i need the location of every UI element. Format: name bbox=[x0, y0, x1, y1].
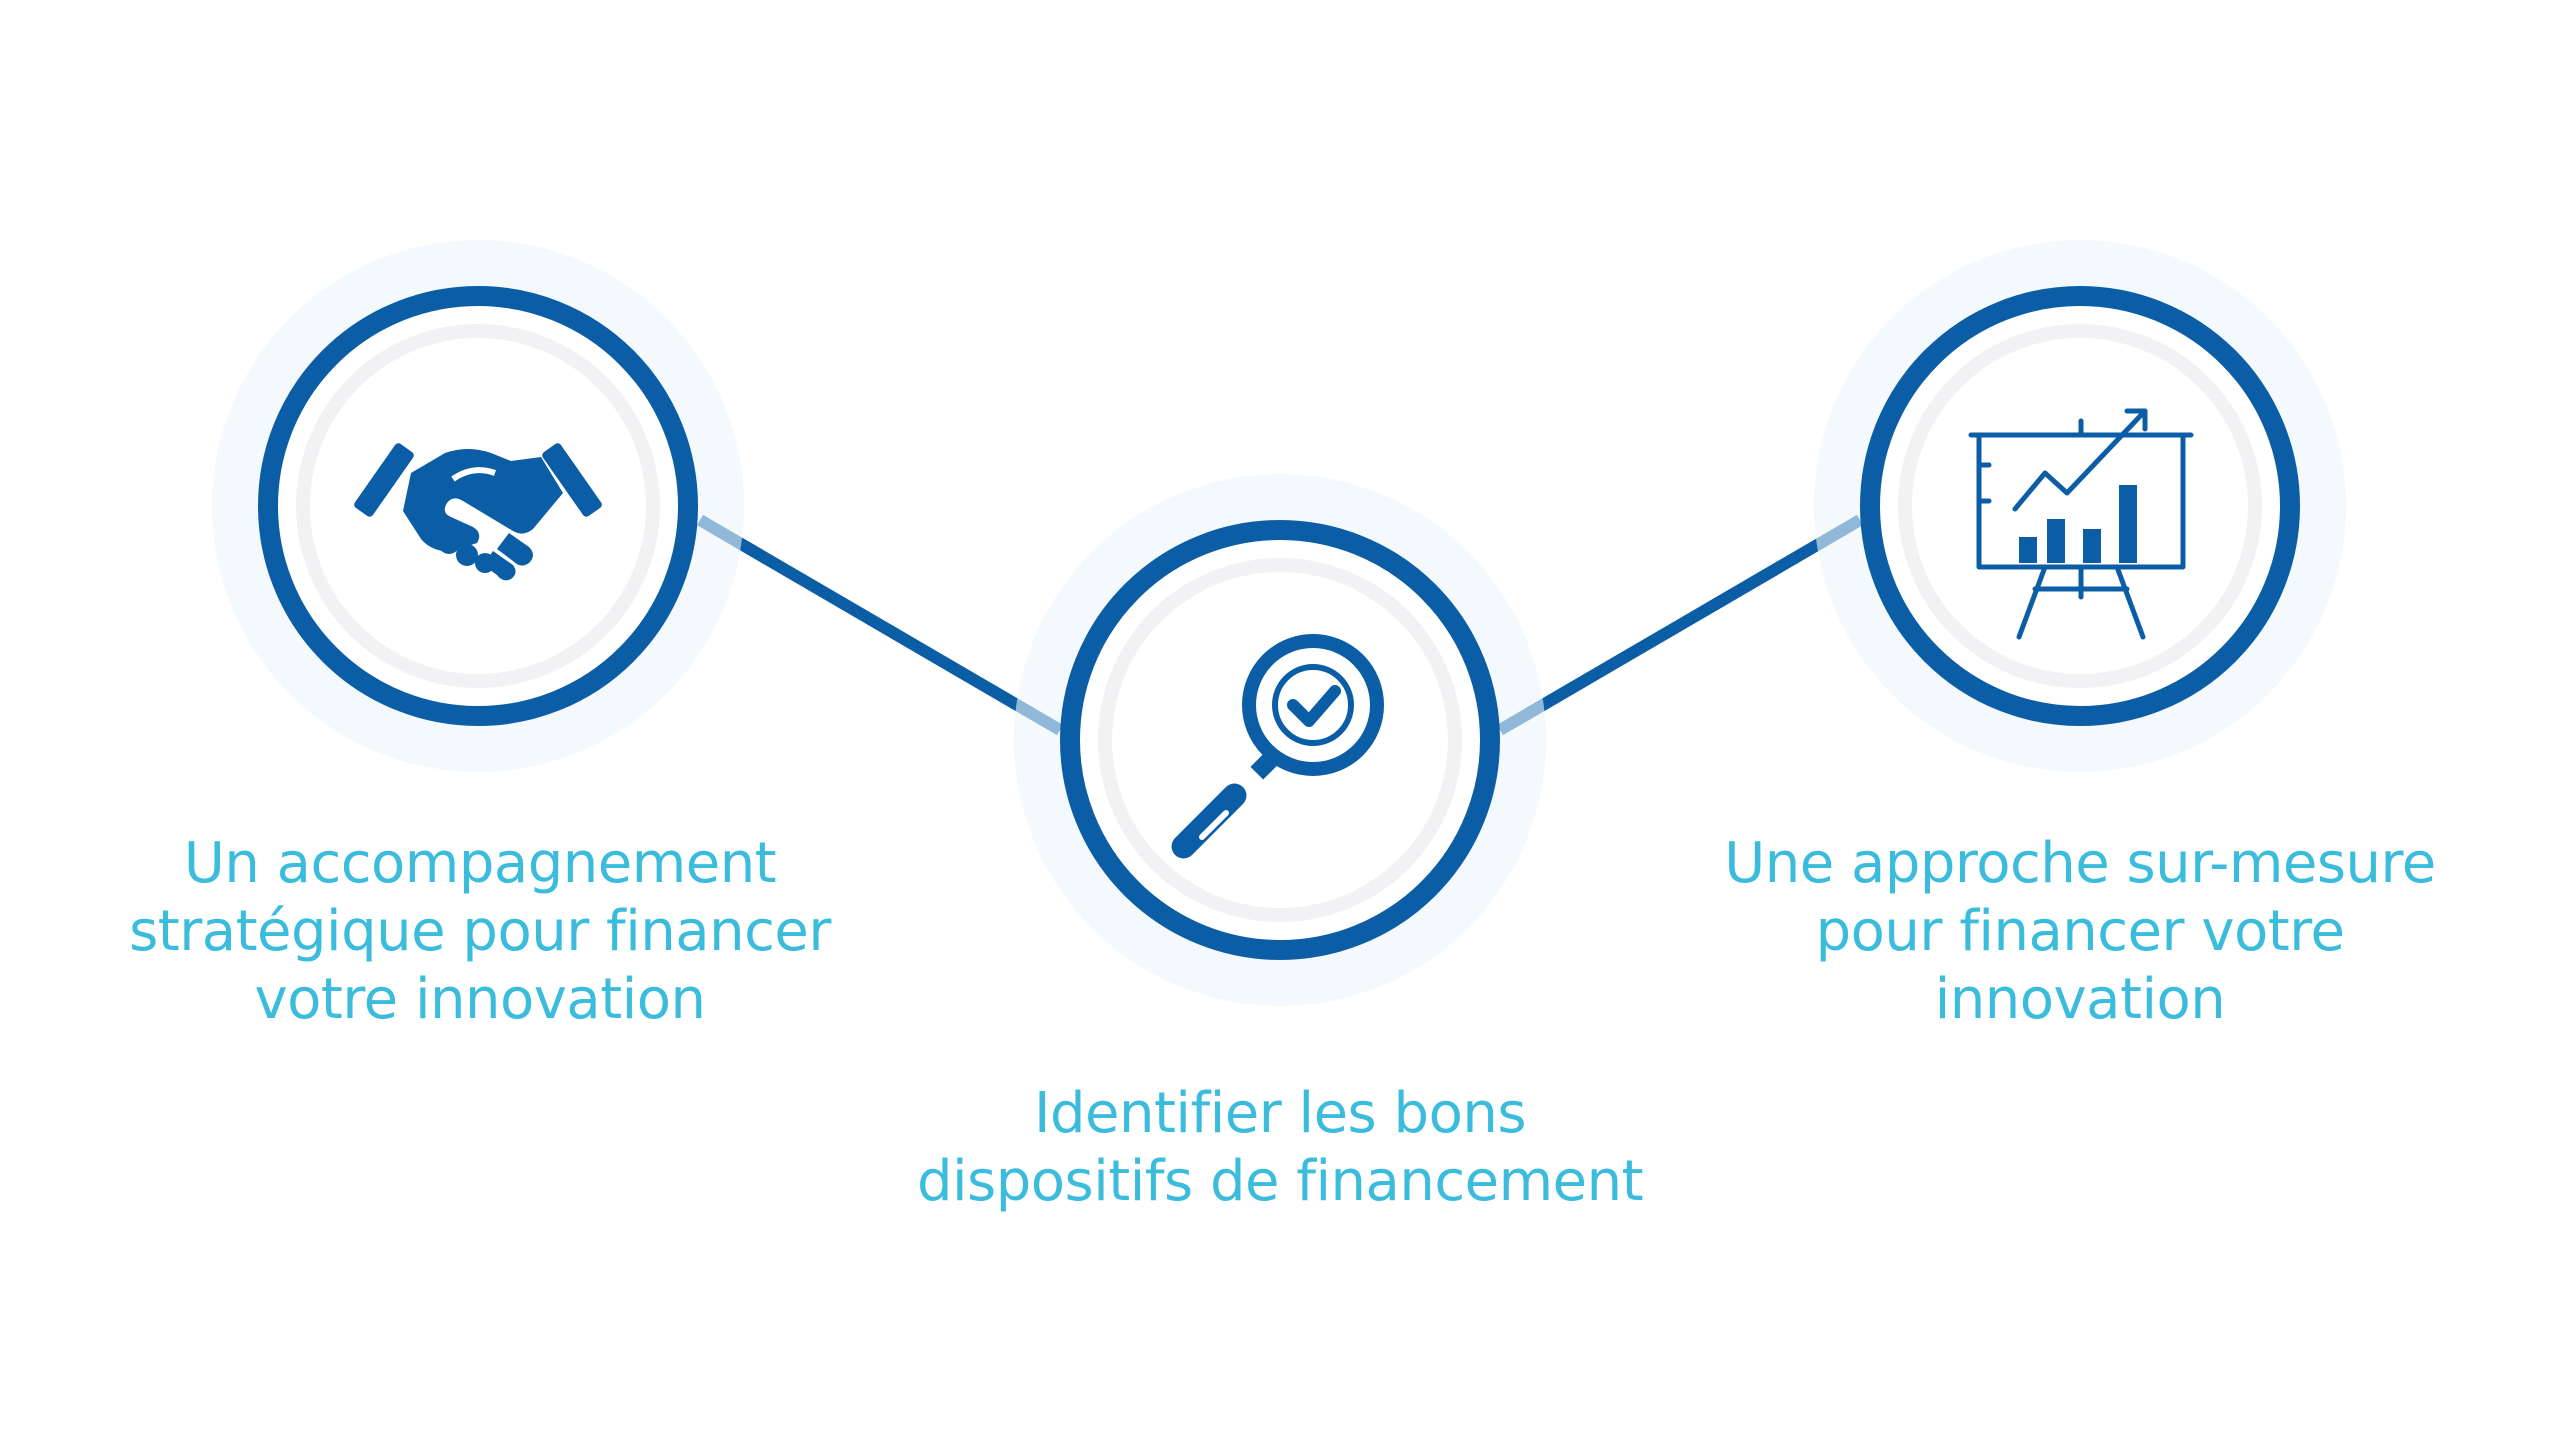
step-1-caption-line-3: votre innovation bbox=[254, 967, 706, 1032]
step-3-caption-line-2: pour financer votre bbox=[1815, 899, 2345, 964]
step-3-caption-line-1: Une approche sur-mesure bbox=[1724, 831, 2436, 896]
step-1-caption-line-1: Un accompagnement bbox=[183, 831, 777, 896]
step-3-circle-inner bbox=[1898, 324, 2262, 688]
connector-right bbox=[1496, 514, 1864, 736]
step-3-caption: Une approche sur-mesure pour financer vo… bbox=[1660, 830, 2500, 1034]
step-2-caption-line-1: Identifier les bons bbox=[1033, 1081, 1527, 1146]
step-2-circle bbox=[1060, 520, 1500, 960]
step-1-circle-inner bbox=[296, 324, 660, 688]
step-1-caption: Un accompagnement stratégique pour finan… bbox=[60, 830, 900, 1034]
magnifier-check-icon bbox=[1171, 634, 1384, 859]
handshake-icon bbox=[354, 443, 602, 581]
presentation-chart-icon bbox=[1968, 408, 2194, 640]
connector-left bbox=[696, 514, 1064, 736]
step-3-caption-line-3: innovation bbox=[1934, 967, 2226, 1032]
step-2-circle-inner bbox=[1098, 558, 1462, 922]
step-1-circle bbox=[258, 286, 698, 726]
step-2-caption: Identifier les bons dispositifs de finan… bbox=[780, 1080, 1780, 1216]
step-3-circle bbox=[1860, 286, 2300, 726]
step-2-caption-line-2: dispositifs de financement bbox=[916, 1149, 1644, 1214]
step-1-caption-line-2: stratégique pour financer bbox=[129, 899, 831, 964]
